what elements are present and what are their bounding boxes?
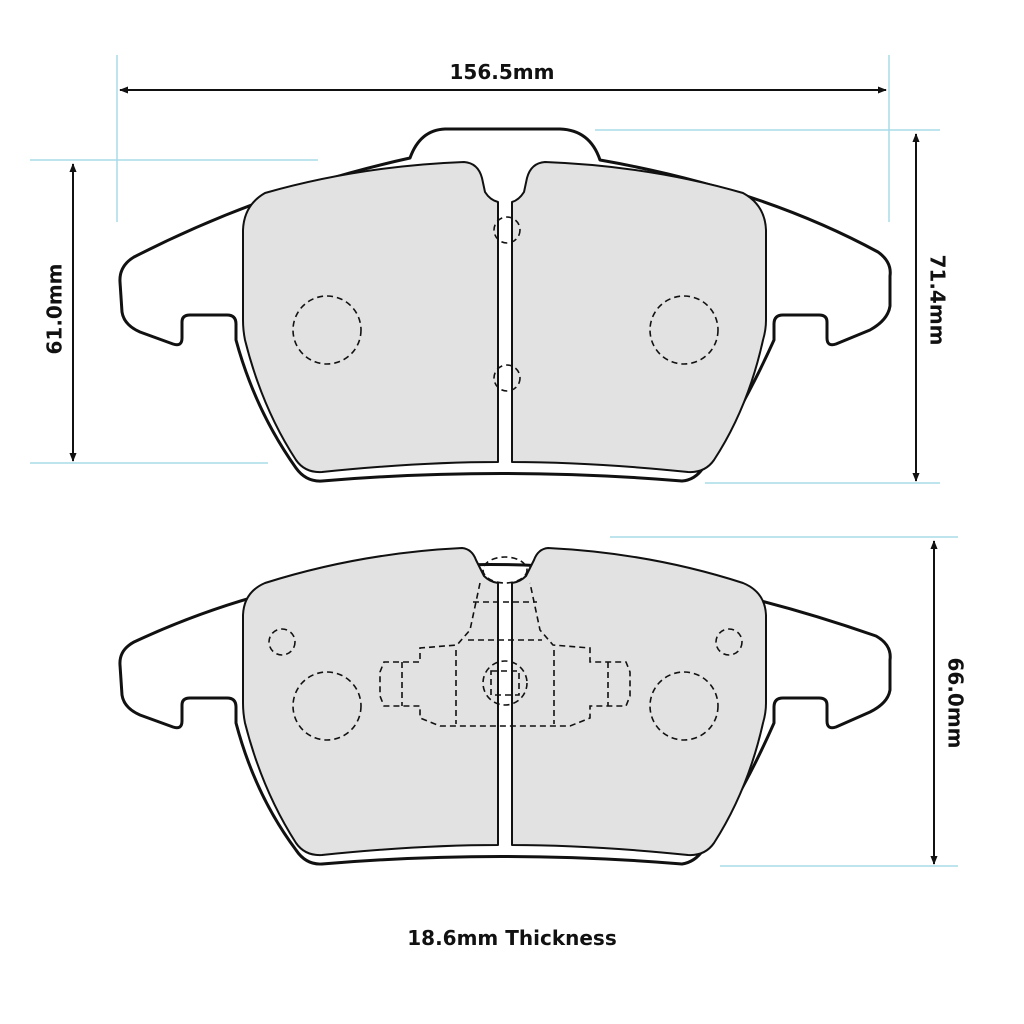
bottom-top-notch-outline: [482, 556, 528, 584]
top-friction-material-right: [511, 161, 767, 474]
top-upper-small-hole: [493, 216, 521, 244]
bottom-center-pin-core: [490, 670, 520, 696]
bottom-hidden-features: [268, 556, 743, 741]
top-left-piston-outline: [292, 295, 362, 365]
width-dimension-label: 156.5mm: [450, 60, 555, 84]
right-top-height-dimension-label: 71.4mm: [926, 254, 950, 345]
bottom-clip-outline: [379, 582, 631, 727]
bottom-friction-material-right: [511, 547, 767, 857]
top-brake-pad: [118, 127, 892, 483]
top-hidden-features: [292, 216, 719, 392]
top-friction-material-left: [242, 161, 499, 474]
dimension-arrows: [69, 86, 938, 865]
top-right-piston-outline: [649, 295, 719, 365]
bottom-right-piston-outline: [649, 671, 719, 741]
bottom-left-piston-outline: [292, 671, 362, 741]
bottom-backing-plate: [118, 563, 892, 866]
top-backing-plate: [118, 127, 892, 483]
bottom-friction-material-left: [242, 547, 499, 857]
bottom-center-pin-outline: [482, 660, 528, 706]
thickness-caption: 18.6mm Thickness: [407, 926, 617, 950]
right-bottom-height-dimension-label: 66.0mm: [944, 657, 968, 748]
bottom-right-small-hole: [715, 628, 743, 656]
guide-lines: [30, 55, 958, 867]
bottom-brake-pad: [118, 547, 892, 866]
top-lower-small-hole: [493, 364, 521, 392]
left-height-dimension-label: 61.0mm: [43, 263, 67, 354]
bottom-left-small-hole: [268, 628, 296, 656]
